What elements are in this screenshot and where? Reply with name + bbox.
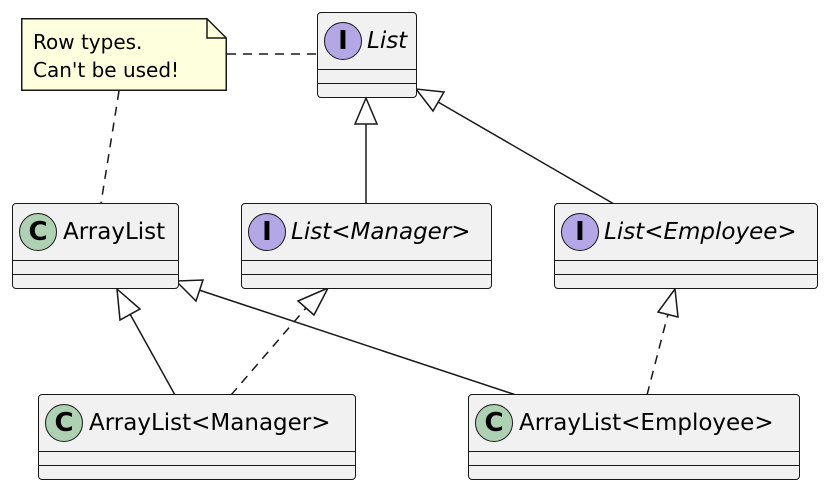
edge-listemployee-list [437,101,615,205]
class-list[interactable]: I List [317,12,417,98]
class-arraylist[interactable]: C ArrayList [12,203,179,289]
arrowhead-arraylistmanager-arraylist [116,287,142,322]
methods-divider [39,465,355,466]
edge-arraylistemployee-arraylist [198,289,517,396]
edge-arraylistmanager-arraylist [129,313,176,396]
class-header: I List<Manager> [242,204,491,260]
methods-divider [318,83,416,84]
class-arraylist-manager[interactable]: C ArrayList<Manager> [38,394,356,480]
note-line-2: Can't be used! [33,58,180,82]
note-text: Row types. Can't be used! [33,28,179,84]
edge-arraylistemployee-listemployee [646,313,669,396]
note-line-1: Row types. [33,30,143,54]
class-header: I List<Employee> [555,204,817,260]
attributes-divider [39,451,355,452]
class-name: ArrayList [63,219,166,245]
class-name: ArrayList<Manager> [89,410,331,436]
arrowhead-listmanager-list [353,96,379,125]
interface-stereotype-icon: I [561,213,599,251]
class-stereotype-icon: C [45,404,83,442]
class-header: C ArrayList<Manager> [39,395,355,451]
methods-divider [242,274,491,275]
class-arraylist-employee[interactable]: C ArrayList<Employee> [468,394,800,480]
attributes-divider [13,260,178,261]
note-link-arraylist [100,90,120,204]
interface-stereotype-icon: I [248,213,286,251]
attributes-divider [242,260,491,261]
attributes-divider [469,451,799,452]
class-name: List<Manager> [291,219,471,245]
arrowhead-arraylistemployee-listemployee [656,287,679,318]
attributes-divider [555,260,817,261]
methods-divider [13,274,178,275]
arrowhead-arraylistemployee-arraylist [174,279,205,303]
class-list-employee[interactable]: I List<Employee> [554,203,818,289]
methods-divider [555,274,817,275]
arrowhead-arraylistmanager-listmanager [296,286,330,317]
note: Row types. Can't be used! [21,18,227,91]
attributes-divider [318,69,416,70]
class-header: C ArrayList [13,204,178,260]
class-name: ArrayList<Employee> [519,410,774,436]
class-header: I List [318,13,416,69]
methods-divider [469,465,799,466]
class-name: List<Employee> [604,219,797,245]
class-stereotype-icon: C [19,213,57,251]
class-list-manager[interactable]: I List<Manager> [241,203,492,289]
note-shape [21,18,227,91]
interface-stereotype-icon: I [324,22,362,60]
arrowhead-listemployee-list [414,88,446,113]
class-name: List [367,28,408,54]
edge-arraylistmanager-listmanager [230,307,307,396]
class-stereotype-icon: C [475,404,513,442]
class-header: C ArrayList<Employee> [469,395,799,451]
